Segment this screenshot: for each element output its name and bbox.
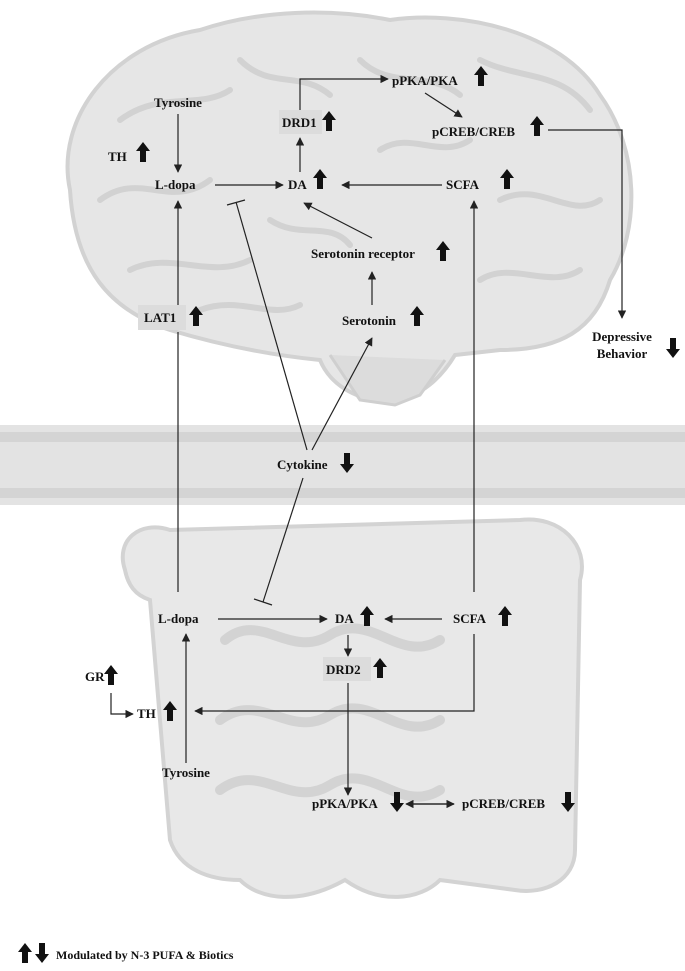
behavior-label: Behavior: [597, 346, 648, 361]
brain-da-label: DA: [288, 177, 307, 192]
gut-da-label: DA: [335, 611, 354, 626]
gut-tyrosine-label: Tyrosine: [162, 765, 210, 780]
legend: Modulated by N-3 PUFA & Biotics: [18, 943, 234, 963]
gut-pcreb-label: pCREB/CREB: [462, 796, 545, 811]
gut-ppka-label: pPKA/PKA: [312, 796, 378, 811]
arrow-down-icon: [666, 338, 680, 358]
depressive-label: Depressive: [592, 329, 652, 344]
brain-ldopa-label: L-dopa: [155, 177, 196, 192]
legend-text: Modulated by N-3 PUFA & Biotics: [56, 948, 234, 962]
brain-scfa-label: SCFA: [446, 177, 480, 192]
legend-arrow-up-icon: [18, 943, 32, 963]
brain-th-label: TH: [108, 149, 127, 164]
gut-th-label: TH: [137, 706, 156, 721]
drd2-box: [323, 657, 371, 681]
brain-ppka-label: pPKA/PKA: [392, 73, 458, 88]
connectors: [110, 74, 627, 809]
drd1-box: [279, 110, 322, 134]
gut-drd2-label: DRD2: [326, 662, 361, 677]
cytokine-label: Cytokine: [277, 457, 328, 472]
brain-serotonin-receptor-label: Serotonin receptor: [311, 246, 415, 261]
legend-arrow-down-icon: [35, 943, 49, 963]
gut-silhouette: [120, 517, 584, 899]
brain-tyrosine-label: Tyrosine: [154, 95, 202, 110]
brain-drd1-label: DRD1: [282, 115, 317, 130]
brain-silhouette: [65, 10, 634, 407]
brain-serotonin-label: Serotonin: [342, 313, 397, 328]
gut-ldopa-label: L-dopa: [158, 611, 199, 626]
gut-scfa-label: SCFA: [453, 611, 487, 626]
arrow-up-icon: [104, 665, 118, 685]
brain-pcreb-label: pCREB/CREB: [432, 124, 515, 139]
barrier-band: [0, 425, 685, 505]
lat1-box: [138, 305, 186, 330]
brain-lat1-label: LAT1: [144, 310, 176, 325]
gut-gr-label: GR: [85, 669, 105, 684]
